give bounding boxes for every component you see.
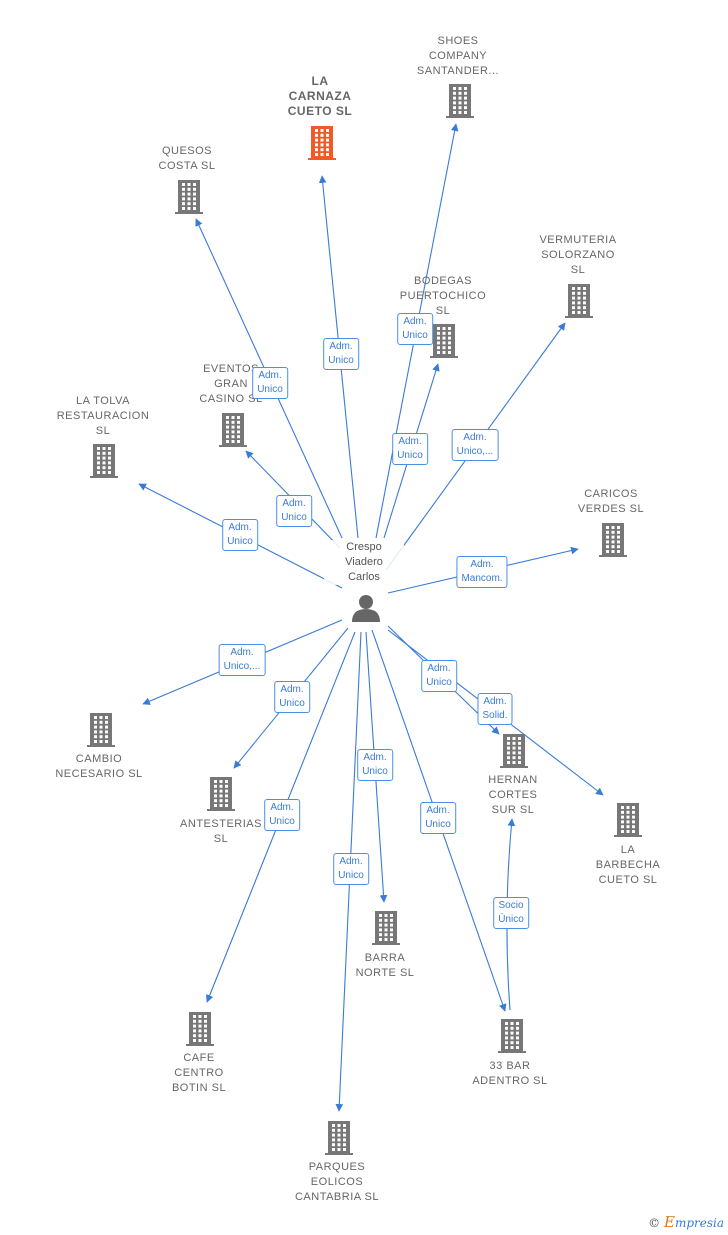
- company-building-icon[interactable]: [175, 180, 203, 214]
- relation-label-antesterias[interactable]: Adm. Unico: [274, 681, 310, 713]
- company-building-icon[interactable]: [372, 911, 400, 945]
- company-building-icon[interactable]: [308, 126, 336, 160]
- relation-label-cambio[interactable]: Adm. Unico,...: [218, 644, 266, 676]
- relation-label-barra[interactable]: Adm. Unico: [357, 749, 393, 781]
- relation-label-cafe[interactable]: Adm. Unico: [264, 799, 300, 831]
- company-building-icon[interactable]: [599, 523, 627, 557]
- relation-label-quesos[interactable]: Adm. Unico: [252, 367, 288, 399]
- company-label-cafe[interactable]: CAFE CENTRO BOTIN SL: [171, 1052, 227, 1094]
- relation-label-parques[interactable]: Adm. Unico: [333, 853, 369, 885]
- company-label-parques[interactable]: PARQUES EOLICOS CANTABRIA SL: [294, 1161, 380, 1203]
- company-building-icon[interactable]: [500, 734, 528, 768]
- company-label-bodegas[interactable]: BODEGAS PUERTOCHICO SL: [399, 275, 487, 317]
- company-building-icon[interactable]: [325, 1121, 353, 1155]
- company-building-icon[interactable]: [207, 777, 235, 811]
- company-building-icon[interactable]: [186, 1012, 214, 1046]
- relation-label-caricos[interactable]: Adm. Mancom.: [456, 556, 508, 588]
- company-building-icon[interactable]: [219, 413, 247, 447]
- brand-first-letter: E: [663, 1213, 675, 1231]
- person-icon[interactable]: [352, 595, 380, 622]
- brand-name: mpresia: [674, 1216, 724, 1230]
- empresia-brand: © Empresia: [648, 1213, 724, 1231]
- company-building-icon[interactable]: [90, 444, 118, 478]
- relation-label-vermuteria[interactable]: Adm. Unico,...: [451, 429, 499, 461]
- company-label-caricos[interactable]: CARICOS VERDES SL: [577, 488, 645, 515]
- company-building-icon[interactable]: [87, 713, 115, 747]
- person-name[interactable]: Crespo Viadero Carlos: [324, 540, 404, 585]
- company-label-hernan[interactable]: HERNAN CORTES SUR SL: [488, 774, 538, 816]
- company-label-quesos[interactable]: QUESOS COSTA SL: [158, 145, 216, 172]
- company-label-shoes[interactable]: SHOES COMPANY SANTANDER...: [416, 35, 500, 77]
- relation-label-la-barbecha[interactable]: Adm. Solid.: [477, 693, 513, 725]
- relation-label-la-carnaza[interactable]: Adm. Unico: [323, 338, 359, 370]
- relation-label-bodegas[interactable]: Adm. Unico: [392, 433, 428, 465]
- company-label-la-barbecha[interactable]: LA BARBECHA CUETO SL: [595, 844, 661, 886]
- relation-label-la-tolva[interactable]: Adm. Unico: [222, 519, 258, 551]
- company-building-icon[interactable]: [446, 84, 474, 118]
- company-label-antesterias[interactable]: ANTESTERIAS SL: [180, 818, 262, 845]
- company-label-cambio[interactable]: CAMBIO NECESARIO SL: [55, 753, 143, 780]
- company-building-icon[interactable]: [498, 1019, 526, 1053]
- company-building-icon[interactable]: [430, 324, 458, 358]
- copyright-icon: ©: [648, 1216, 661, 1230]
- relation-label-33bar[interactable]: Adm. Unico: [420, 802, 456, 834]
- company-label-vermuteria[interactable]: VERMUTERIA SOLORZANO SL: [539, 234, 617, 276]
- relation-label-shoes[interactable]: Adm. Unico: [397, 313, 433, 345]
- company-label-barra[interactable]: BARRA NORTE SL: [355, 952, 415, 979]
- company-label-la-carnaza[interactable]: LA CARNAZA CUETO SL: [287, 74, 353, 118]
- company-label-33bar[interactable]: 33 BAR ADENTRO SL: [472, 1060, 548, 1087]
- company-label-la-tolva[interactable]: LA TOLVA RESTAURACION SL: [56, 395, 150, 437]
- company-building-icon[interactable]: [614, 803, 642, 837]
- relation-label-eventos[interactable]: Adm. Unico: [276, 495, 312, 527]
- relation-label-hernan[interactable]: Adm. Unico: [421, 660, 457, 692]
- company-building-icon[interactable]: [565, 284, 593, 318]
- relation-label-hernan-33bar[interactable]: Socio Único: [493, 897, 529, 929]
